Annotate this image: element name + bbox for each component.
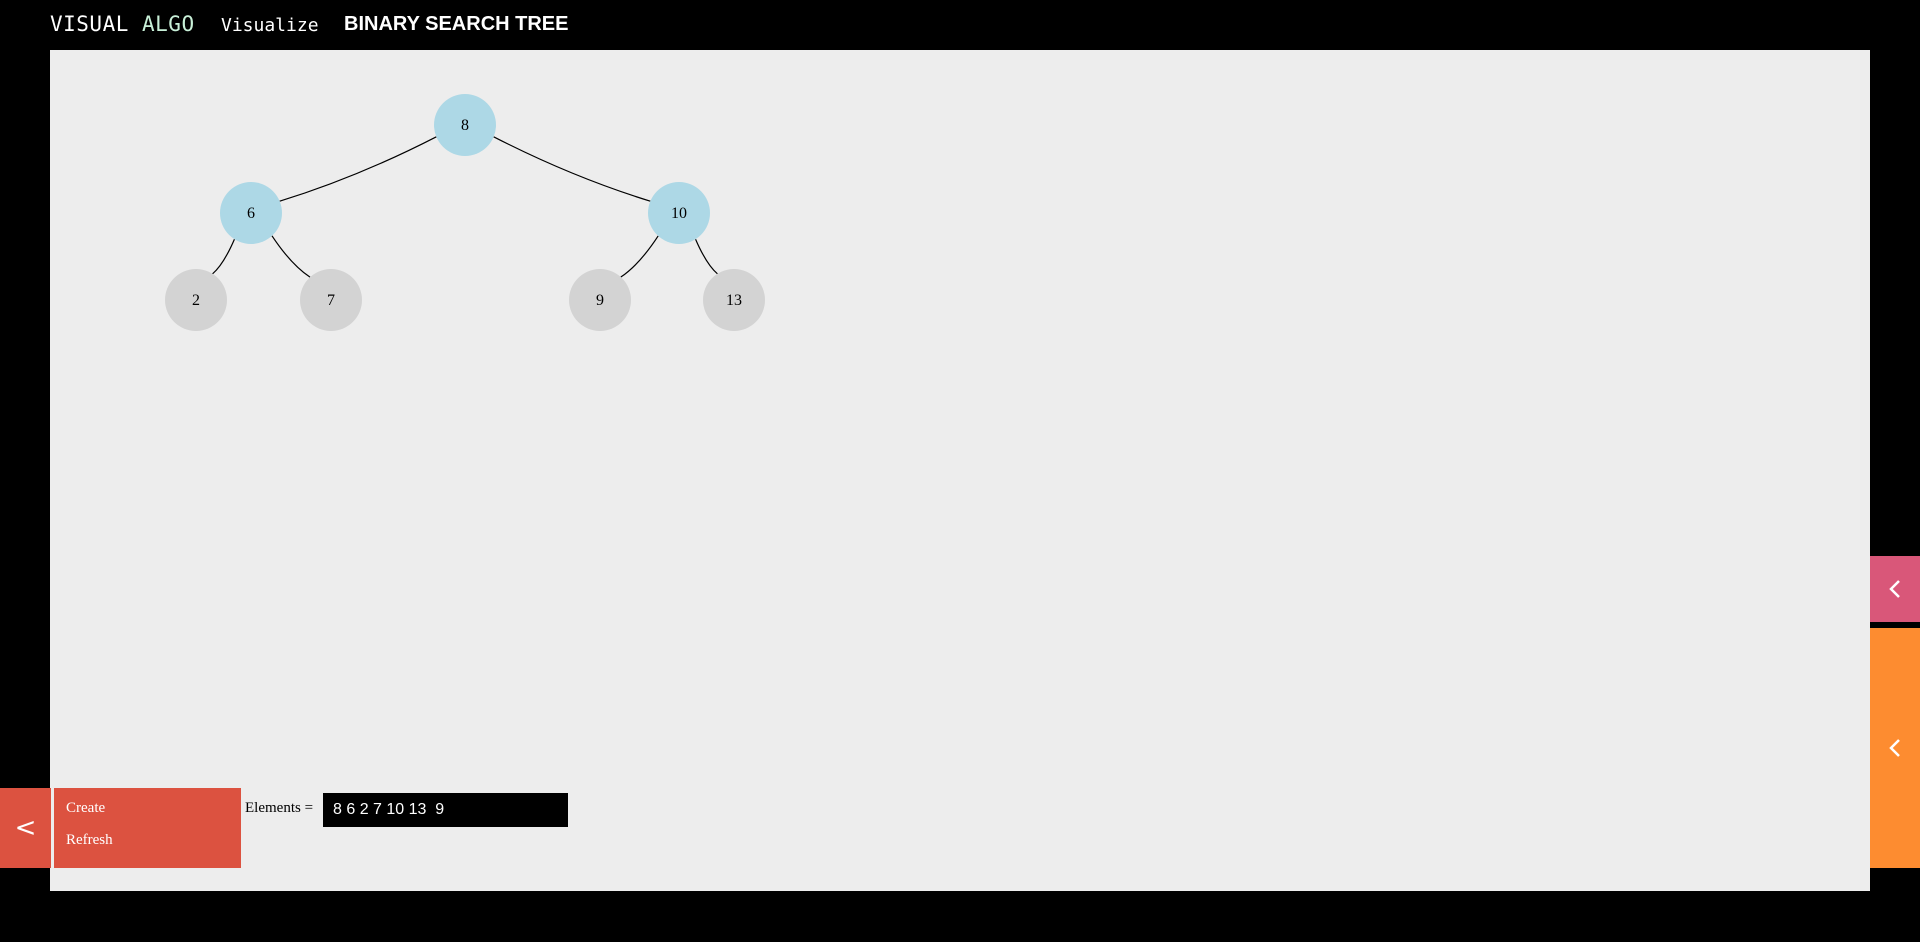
tree-node-10[interactable]: 10 bbox=[648, 182, 710, 244]
tree-edge-n6-n2 bbox=[212, 238, 235, 275]
tree-node-label: 10 bbox=[671, 205, 687, 222]
tree-edge-n6-n7 bbox=[271, 235, 311, 278]
tree-node-circle bbox=[434, 94, 496, 156]
tree-node-6[interactable]: 6 bbox=[220, 182, 282, 244]
top-bar: VISUAL ALGO Visualize BINARY SEARCH TREE bbox=[0, 0, 1920, 50]
bst-tree-drawing: 8 6 10 2 7 9 13 bbox=[165, 94, 765, 331]
tree-edge-n8-n10 bbox=[493, 136, 651, 202]
tree-node-circle bbox=[300, 269, 362, 331]
logo-text-algo: ALGO bbox=[142, 12, 195, 36]
elements-input[interactable] bbox=[323, 793, 568, 827]
actions-panel: Create Refresh bbox=[54, 788, 241, 868]
tree-node-2[interactable]: 2 bbox=[165, 269, 227, 331]
chevron-left-icon bbox=[1889, 580, 1900, 598]
tree-node-label: 6 bbox=[247, 205, 255, 222]
tree-node-label: 9 bbox=[596, 292, 604, 309]
logo-text-visual: VISUAL bbox=[50, 12, 129, 36]
tree-node-circle bbox=[165, 269, 227, 331]
tree-node-13[interactable]: 13 bbox=[703, 269, 765, 331]
tree-edge-n8-n6 bbox=[279, 136, 437, 202]
nav-visualize-link[interactable]: Visualize bbox=[221, 15, 319, 36]
chevron-left-icon bbox=[1889, 739, 1900, 757]
page-title: BINARY SEARCH TREE bbox=[344, 13, 569, 35]
tree-node-label: 8 bbox=[461, 117, 469, 134]
tree-node-label: 7 bbox=[327, 292, 335, 309]
elements-label: Elements = bbox=[245, 800, 314, 816]
refresh-action[interactable]: Refresh bbox=[66, 832, 113, 848]
tree-node-circle bbox=[648, 182, 710, 244]
tree-node-8[interactable]: 8 bbox=[434, 94, 496, 156]
tree-node-label: 13 bbox=[726, 292, 742, 309]
actions-toggle-button[interactable]: < bbox=[0, 788, 51, 868]
tree-node-9[interactable]: 9 bbox=[569, 269, 631, 331]
tree-edges bbox=[212, 136, 718, 278]
tree-node-label: 2 bbox=[192, 292, 200, 309]
tree-node-circle bbox=[569, 269, 631, 331]
tree-nodes: 8 6 10 2 7 9 13 bbox=[165, 94, 765, 331]
tree-node-circle bbox=[220, 182, 282, 244]
tree-node-7[interactable]: 7 bbox=[300, 269, 362, 331]
tree-edge-n10-n9 bbox=[620, 235, 659, 278]
create-action[interactable]: Create bbox=[66, 800, 106, 816]
chevron-left-icon: < bbox=[14, 813, 37, 843]
visualization-canvas: 8 6 10 2 7 9 13 bbox=[50, 50, 1870, 891]
side-tab-orange[interactable] bbox=[1870, 628, 1920, 868]
visualgo-logo[interactable]: VISUAL ALGO bbox=[50, 12, 195, 36]
tree-node-circle bbox=[703, 269, 765, 331]
tree-edge-n10-n13 bbox=[695, 238, 718, 275]
side-tab-pink[interactable] bbox=[1870, 556, 1920, 622]
